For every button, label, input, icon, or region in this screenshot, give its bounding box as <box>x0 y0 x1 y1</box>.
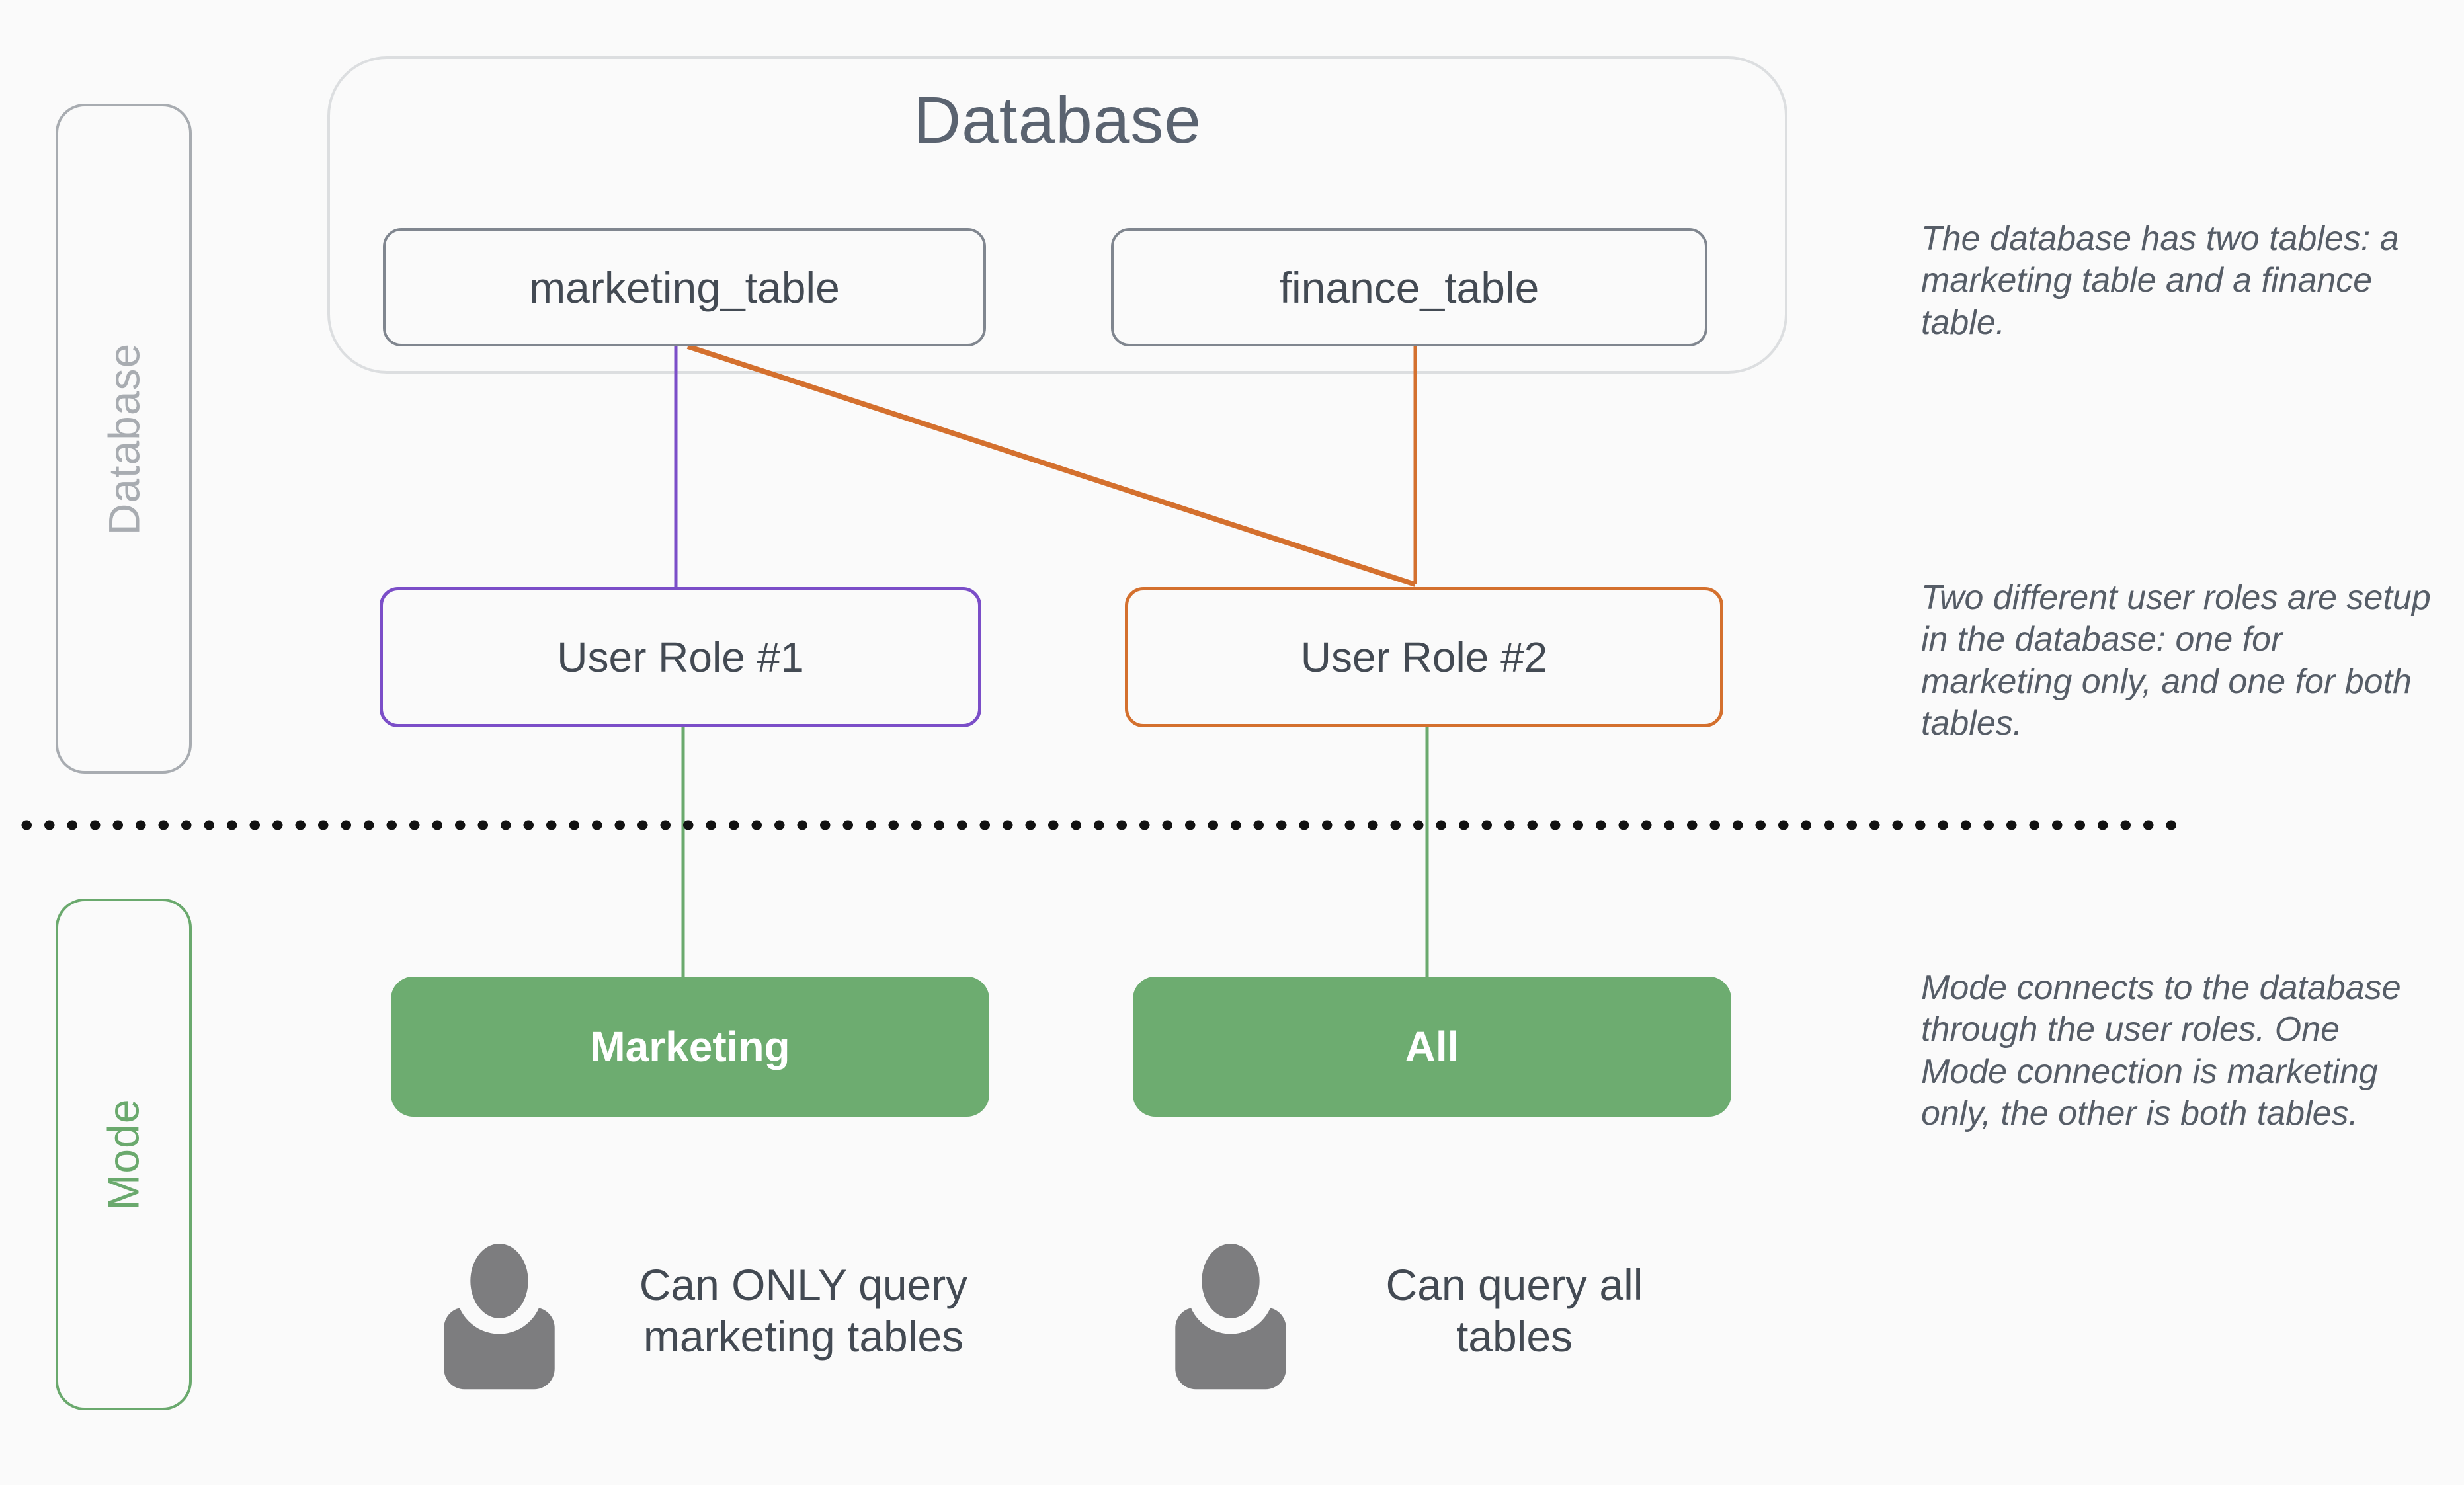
caption-role1-access: Can ONLY query marketing tables <box>639 1260 968 1361</box>
connection-marketing-label: Marketing <box>590 1023 790 1070</box>
section-label-mode-text: Mode <box>99 1098 148 1211</box>
role-node-1: User Role #1 <box>380 587 981 727</box>
table-node-marketing-label: marketing_table <box>529 262 840 312</box>
annotation-mode: Mode connects to the database through th… <box>1921 969 2401 1133</box>
connection-marketing-button: Marketing <box>391 977 989 1117</box>
user-icon <box>444 1244 555 1390</box>
section-label-database: Database <box>56 104 192 774</box>
annotation-tables: The database has two tables: a marketing… <box>1921 220 2399 342</box>
role-node-1-label: User Role #1 <box>557 633 804 681</box>
table-node-finance: finance_table <box>1111 228 1707 346</box>
role-node-2-label: User Role #2 <box>1300 633 1548 681</box>
connection-all-button: All <box>1133 977 1731 1117</box>
role-node-2: User Role #2 <box>1125 587 1723 727</box>
section-label-database-text: Database <box>99 342 148 535</box>
annotation-roles: Two different user roles are setup in th… <box>1921 579 2431 743</box>
section-label-mode: Mode <box>56 899 192 1410</box>
user-icon <box>1175 1244 1286 1390</box>
connection-all-label: All <box>1405 1023 1459 1070</box>
table-node-finance-label: finance_table <box>1279 262 1540 312</box>
caption-role2-access: Can query all tables <box>1385 1260 1643 1361</box>
wire-marketing-to-role2 <box>686 344 1417 587</box>
database-container-title: Database <box>913 83 1202 157</box>
table-node-marketing: marketing_table <box>383 228 986 346</box>
